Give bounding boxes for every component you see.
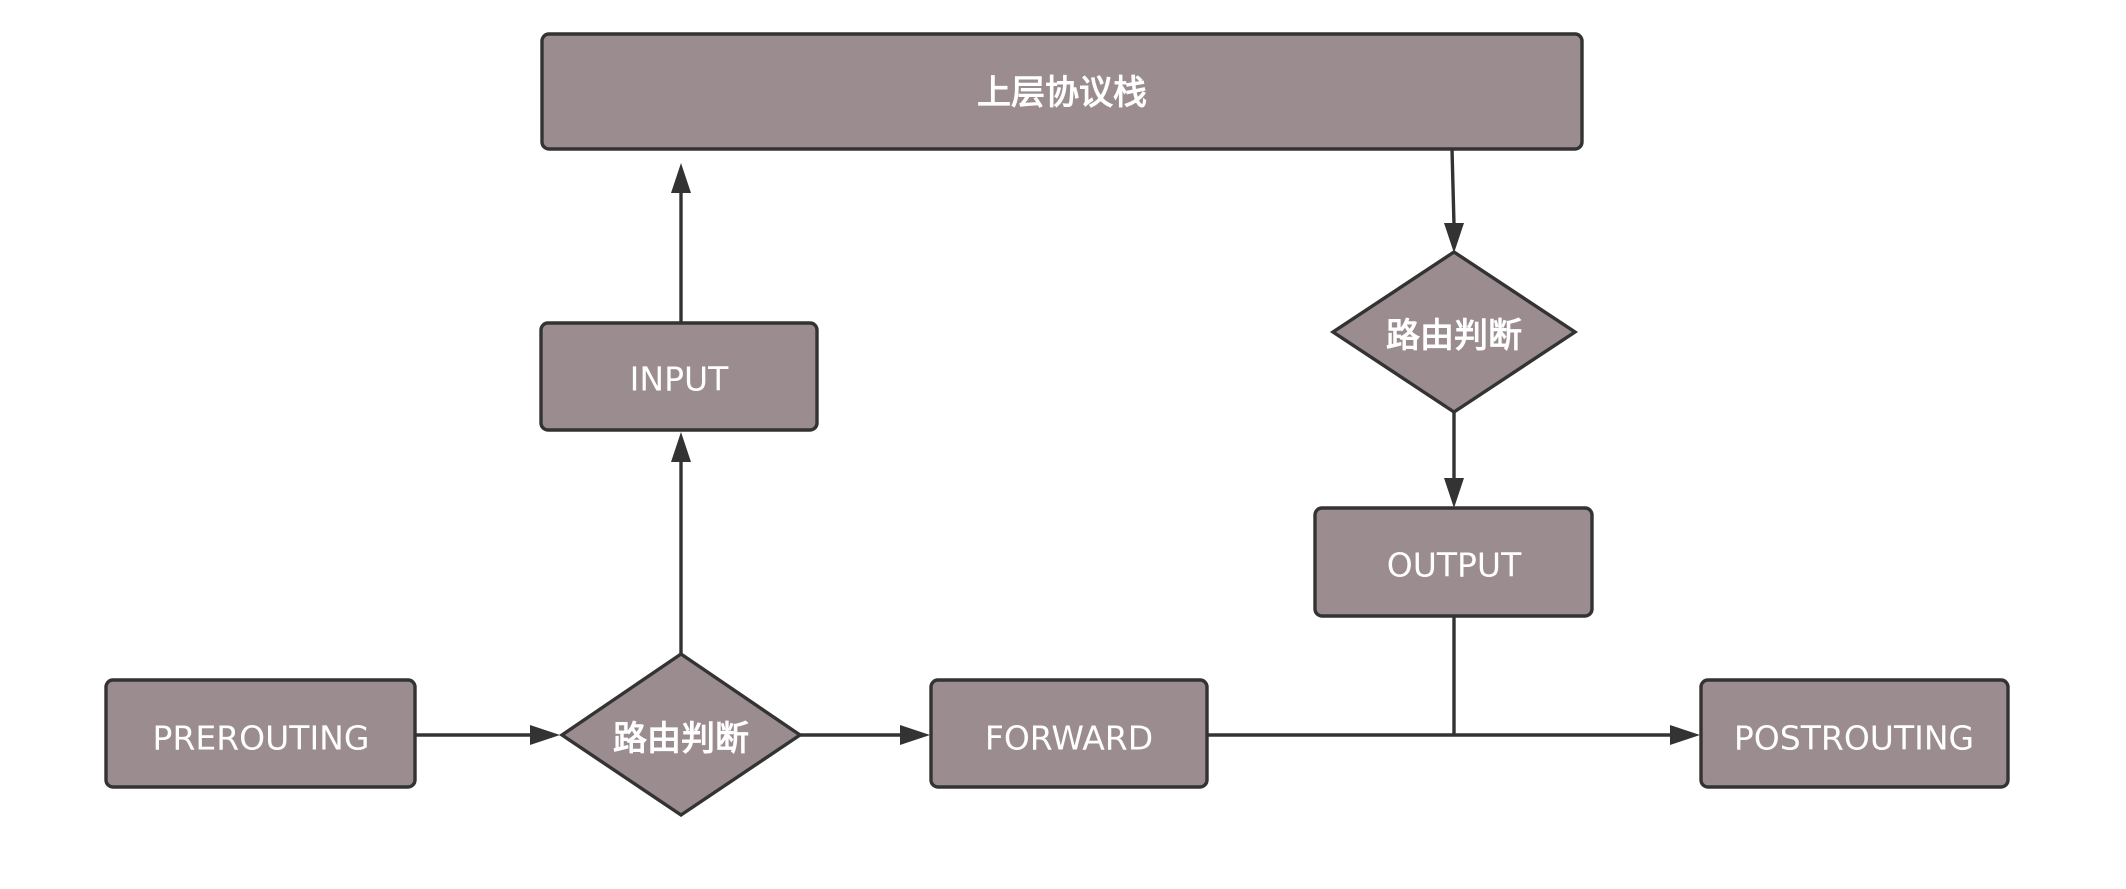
node-postrouting-label: POSTROUTING [1734, 719, 1974, 758]
nodes: 上层协议栈 INPUT 路由判断 OUTPUT PREROUTING 路由判断 [104, 32, 2010, 818]
node-forward-label: FORWARD [985, 719, 1153, 758]
node-forward[interactable]: FORWARD [929, 678, 1209, 789]
edge-route-decision-left-to-forward [800, 725, 930, 745]
node-upper-stack[interactable]: 上层协议栈 [540, 32, 1584, 151]
node-input-label: INPUT [630, 360, 729, 399]
node-route-decision-right-label: 路由判断 [1386, 316, 1522, 356]
node-route-decision-right[interactable]: 路由判断 [1329, 249, 1579, 415]
node-upper-stack-label: 上层协议栈 [977, 73, 1147, 113]
node-prerouting-label: PREROUTING [153, 719, 370, 758]
node-postrouting[interactable]: POSTROUTING [1699, 678, 2010, 789]
node-route-decision-left-label: 路由判断 [613, 719, 749, 759]
node-output[interactable]: OUTPUT [1313, 506, 1594, 618]
node-output-label: OUTPUT [1387, 546, 1522, 585]
edge-route-decision-right-to-output [1444, 412, 1464, 508]
edge-forward-to-postrouting [1207, 725, 1700, 745]
edges [415, 148, 1700, 745]
node-prerouting[interactable]: PREROUTING [104, 678, 417, 789]
edge-prerouting-to-route-decision-left [415, 725, 560, 745]
node-input[interactable]: INPUT [539, 321, 819, 432]
edge-route-decision-left-to-input [671, 432, 691, 654]
node-route-decision-left[interactable]: 路由判断 [558, 651, 804, 818]
edge-upper-stack-to-route-decision-right [1444, 148, 1464, 253]
edge-input-to-upper-stack [671, 163, 691, 323]
